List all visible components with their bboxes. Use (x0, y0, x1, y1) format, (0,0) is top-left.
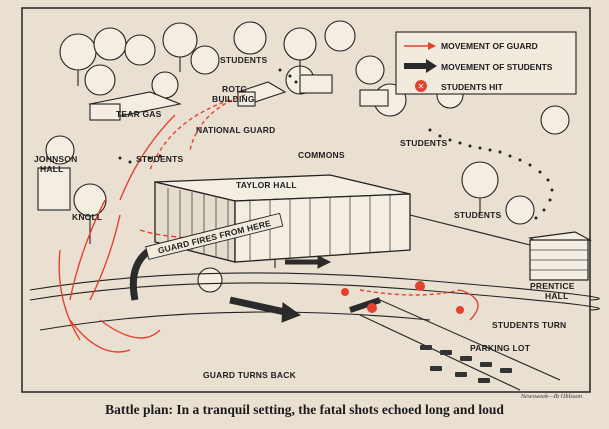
label-tear-gas: TEAR GAS (116, 109, 162, 119)
label-commons: COMMONS (298, 150, 345, 160)
students-hit-marks (341, 281, 464, 314)
label-students-left: STUDENTS (136, 154, 184, 164)
legend-guard: MOVEMENT OF GUARD (441, 41, 538, 51)
legend: MOVEMENT OF GUARD MOVEMENT OF STUDENTS ✕… (395, 31, 577, 95)
students-legend-bar (404, 63, 426, 69)
label-guard-turns-back: GUARD TURNS BACK (203, 370, 297, 380)
student-crowd (118, 68, 554, 220)
map-frame (21, 7, 591, 393)
label-taylor-hall: TAYLOR HALL (236, 180, 297, 190)
prentice-hall (528, 231, 592, 281)
label-students-turn: STUDENTS TURN (492, 320, 566, 330)
legend-hit: STUDENTS HIT (441, 82, 504, 92)
label-national-guard: NATIONAL GUARD (196, 125, 275, 135)
label-students-lower: STUDENTS (454, 210, 502, 220)
label-parking-lot: PARKING LOT (470, 343, 531, 353)
hit-legend-icon (415, 80, 427, 92)
guard-legend-arrow-icon (428, 42, 436, 50)
buildings (37, 74, 389, 211)
hit-legend-x-icon: ✕ (418, 82, 425, 91)
parking-cars (420, 345, 512, 383)
label-prentice: PRENTICE (530, 281, 575, 291)
label-students-top: STUDENTS (220, 55, 268, 65)
label-students-right: STUDENTS (400, 138, 448, 148)
label-knoll: KNOLL (72, 212, 102, 222)
guard-movement-arrows (58, 94, 479, 353)
label-johnson: JOHNSON (34, 154, 77, 164)
legend-students: MOVEMENT OF STUDENTS (441, 62, 553, 72)
label-prentice-hall: HALL (545, 291, 568, 301)
caption: Battle plan: In a tranquil setting, the … (105, 402, 504, 417)
students-legend-arrow-icon (426, 59, 437, 73)
tree-trunks (77, 57, 481, 268)
student-movement-arrows (129, 247, 381, 323)
credit-line: Newsweek—Ib Ohlsson (520, 393, 582, 400)
label-rotc: ROTC (222, 84, 247, 94)
label-johnson-hall: HALL (40, 164, 63, 174)
label-building: BUILDING (212, 94, 255, 104)
